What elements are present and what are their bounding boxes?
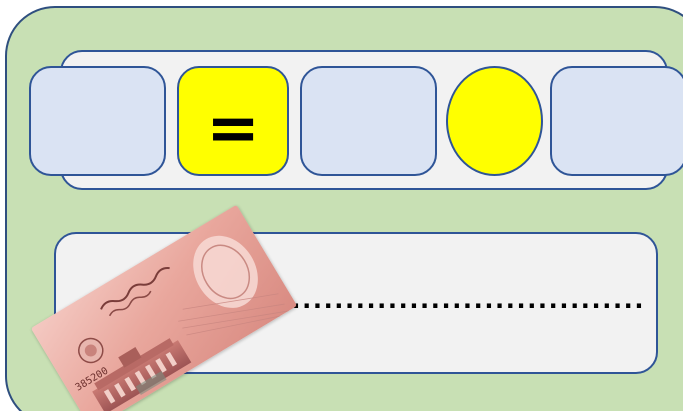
banknote-image: 385200 (30, 204, 298, 411)
operand-box-1[interactable] (29, 66, 166, 176)
equals-box: = (177, 66, 289, 176)
operand-box-2[interactable] (300, 66, 437, 176)
operand-box-3[interactable] (550, 66, 683, 176)
equals-sign: = (206, 92, 260, 166)
operator-circle[interactable] (446, 66, 543, 176)
answer-line[interactable]: ................................... (270, 286, 646, 314)
